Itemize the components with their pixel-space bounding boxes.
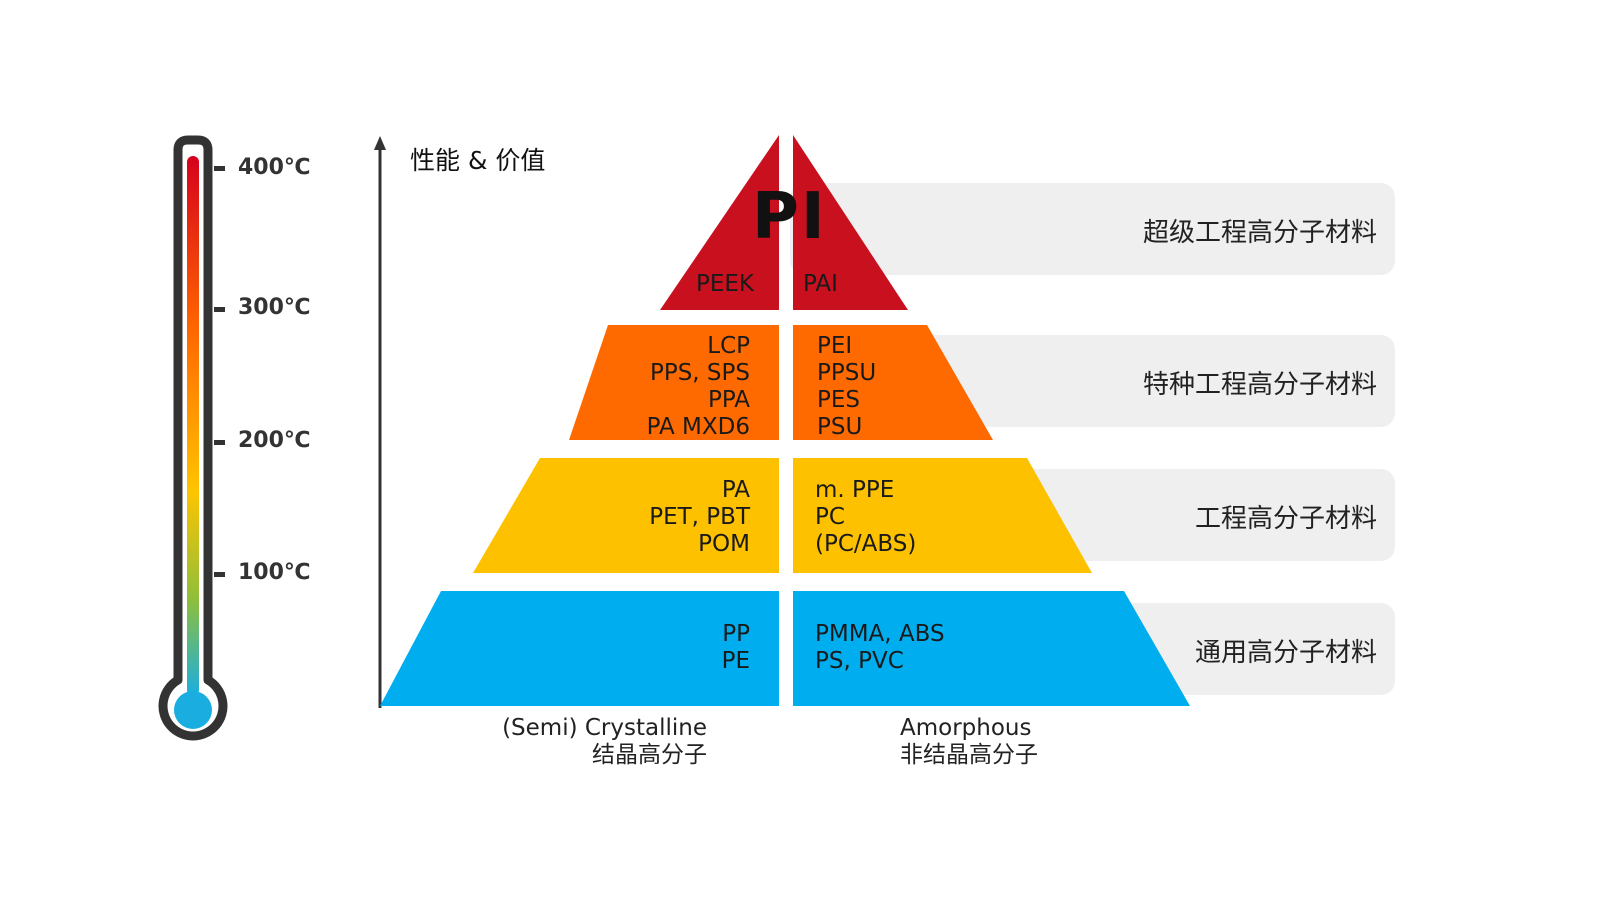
tier-super-amorphous: PAI: [803, 271, 838, 298]
footer-amorphous-zh: 非结晶高分子: [900, 742, 1038, 768]
footer-crystalline: (Semi) Crystalline 结晶高分子: [502, 715, 707, 769]
tier-engineering-left: [473, 458, 779, 573]
tier-commodity-right: [793, 591, 1190, 706]
tier-commodity-left: [380, 591, 779, 706]
footer-crystalline-en: (Semi) Crystalline: [502, 715, 707, 741]
tier-super-headline: PI: [752, 180, 827, 254]
axis-arrow-icon: [374, 136, 386, 150]
tier-special-left: [569, 325, 779, 440]
list-item: PS, PVC: [815, 648, 904, 674]
footer-amorphous-en: Amorphous: [900, 715, 1032, 741]
category-label-engineering: 工程高分子材料: [1194, 504, 1377, 534]
list-item: PEI: [817, 333, 853, 359]
thermometer: [158, 135, 228, 741]
footer-crystalline-zh: 结晶高分子: [592, 742, 707, 768]
thermometer-outline: [158, 135, 228, 741]
tick-300: [214, 307, 225, 312]
tier-special-right: [793, 325, 993, 440]
list-item: LCP: [707, 333, 750, 359]
thermometer-bulb: [174, 691, 212, 729]
temp-label-400: 400℃: [238, 155, 311, 180]
tier-engineering-crystalline: PA PET, PBT POM: [649, 477, 750, 558]
list-item: PA: [721, 477, 750, 503]
category-label-commodity: 通用高分子材料: [1194, 638, 1377, 668]
tier-super-crystalline: PEEK: [696, 271, 754, 298]
tick-100: [214, 572, 225, 577]
tier-special-crystalline: LCP PPS, SPS PPA PA MXD6: [647, 333, 750, 441]
list-item: PES: [817, 387, 861, 413]
tier-engineering-right: [793, 458, 1092, 573]
list-item: m. PPE: [815, 477, 895, 503]
list-item: PE: [721, 648, 750, 674]
list-item: PET, PBT: [649, 504, 750, 530]
tier-engineering-amorphous: m. PPE PC (PC/ABS): [815, 477, 916, 558]
tier-super-left: [660, 135, 779, 310]
list-item: PSU: [817, 414, 863, 440]
axis-title: 性能 & 价值: [410, 146, 546, 175]
footer-amorphous: Amorphous 非结晶高分子: [900, 715, 1038, 769]
temp-label-300: 300℃: [238, 295, 311, 320]
performance-axis: [374, 136, 386, 708]
list-item: PAI: [803, 271, 838, 297]
thermometer-fill: [187, 156, 199, 696]
list-item: PPA: [707, 387, 750, 413]
list-item: PMMA, ABS: [815, 621, 945, 647]
list-item: PA MXD6: [646, 414, 750, 440]
category-label-special: 特种工程高分子材料: [1142, 370, 1377, 400]
list-item: PEEK: [695, 271, 754, 297]
tier-super-right: [793, 135, 908, 310]
temp-label-100: 100℃: [238, 560, 311, 585]
list-item: POM: [698, 531, 750, 557]
list-item: PC: [815, 504, 845, 530]
tick-200: [214, 440, 225, 445]
tier-commodity-amorphous: PMMA, ABS PS, PVC: [815, 621, 945, 675]
list-item: PP: [722, 621, 750, 647]
band-super: [790, 183, 1395, 275]
category-label-super: 超级工程高分子材料: [1142, 218, 1377, 248]
tier-commodity-crystalline: PP PE: [722, 621, 750, 675]
list-item: PPS, SPS: [649, 360, 750, 386]
list-item: (PC/ABS): [815, 531, 917, 557]
tier-special-amorphous: PEI PPSU PES PSU: [817, 333, 876, 441]
temp-label-200: 200℃: [238, 428, 311, 453]
tick-400: [214, 166, 225, 171]
list-item: PPSU: [817, 360, 877, 386]
